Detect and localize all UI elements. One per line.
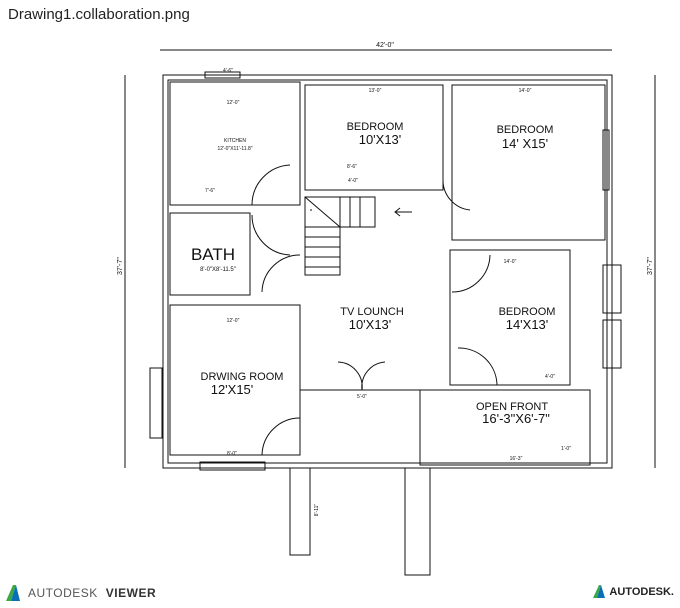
balcony-wall (289, 468, 311, 556)
open-front-outline (419, 389, 591, 466)
window-drawing (149, 367, 163, 439)
room-size-tv-lounch: 10'X13' (349, 317, 392, 332)
door-swing-bedroom2 (451, 254, 491, 293)
dim-label: 4'-0" (348, 178, 358, 184)
dim-label: 7'-6" (205, 188, 215, 194)
room-size-kitchen: 12'-0"X11'-11.8" (217, 146, 252, 152)
dim-label: 4'-6" (223, 68, 233, 74)
dim-label: 8'-6" (347, 164, 357, 170)
window-title: Drawing1.collaboration.png (8, 6, 190, 23)
dim-label: 13'-0" (369, 88, 382, 94)
bath-outline (169, 212, 251, 296)
viewer-footer: AUTODESK VIEWER AUTODESK. (0, 580, 680, 608)
brand-name: AUTODESK (28, 586, 98, 600)
room-size-bath: 8'-0"X8'-11.5" (200, 267, 236, 273)
dim-label: 5'-0" (357, 394, 367, 400)
staircase (304, 196, 376, 276)
window-kitchen (204, 71, 241, 79)
door-swing-bath2 (261, 254, 301, 293)
dim-label: 1'-0" (561, 446, 571, 452)
window-drawing-bottom (199, 461, 266, 471)
autodesk-logo-icon (593, 585, 606, 598)
autodesk-brand-right[interactable]: AUTODESK. (593, 585, 674, 598)
stair-arrow-icon (394, 207, 412, 217)
outer-wall (162, 74, 613, 469)
bedroom1-outline (304, 84, 444, 191)
dim-label: 8'-0" (227, 451, 237, 457)
dim-overall-depth-left: 37'-7" (117, 257, 124, 275)
room-label-bedroom1: BEDROOM (347, 121, 404, 133)
room-label-kitchen: KITCHEN (224, 138, 246, 144)
door-swing-bath (251, 214, 291, 256)
product-name: VIEWER (105, 586, 157, 600)
door-swing-kitchen (251, 164, 291, 206)
room-size-drawing-room: 12'X15' (211, 382, 254, 397)
main-door-swing (337, 361, 386, 391)
window-bedroom3-b (602, 319, 622, 369)
room-label-bedroom3: BEDROOM (499, 306, 556, 318)
room-size-bedroom2: 14' X15' (502, 136, 548, 151)
floor-plan-drawing[interactable]: 42'-0" 37'-7" 37'-7" KITCHEN 12'-0"X11'-… (0, 0, 680, 580)
room-size-bedroom3: 14'X13' (506, 317, 549, 332)
window-bedroom3-a (602, 264, 622, 314)
door-swing-drawing (261, 417, 301, 456)
dim-label: 14'-0" (504, 259, 517, 265)
kitchen-outline (169, 81, 301, 206)
column-wall (404, 468, 431, 576)
drawing-room-outline (169, 304, 301, 456)
dim-label: 16'-3" (510, 456, 523, 462)
room-label-tv-lounch: TV LOUNCH (340, 306, 404, 318)
autodesk-viewer-brand[interactable]: AUTODESK VIEWER (6, 585, 156, 601)
autodesk-logo-icon (6, 585, 20, 601)
room-label-drawing-room: DRWING ROOM (201, 371, 284, 383)
dim-label: 4'-0" (545, 374, 555, 380)
room-label-bath: BATH (191, 245, 235, 264)
door-swing-bedroom1 (442, 179, 471, 211)
bedroom3-outline (449, 249, 571, 386)
room-size-bedroom1: 10'X13' (359, 132, 402, 147)
door-swing-bedroom3 (457, 347, 498, 386)
window-bedroom2 (602, 129, 610, 191)
bedroom2-outline (451, 84, 606, 241)
brand-name-right: AUTODESK. (609, 585, 674, 598)
dim-label: 8'-11" (314, 504, 320, 517)
dim-overall-width: 42'-0" (376, 42, 394, 49)
dim-label: 12'-0" (227, 318, 240, 324)
dim-overall-depth-right: 37'-7" (647, 257, 654, 275)
room-label-open-front: OPEN FRONT (476, 401, 548, 413)
room-label-bedroom2: BEDROOM (497, 124, 554, 136)
room-size-open-front: 16'-3"X6'-7" (482, 411, 550, 426)
dim-label: 12'-0" (227, 100, 240, 106)
outer-wall-inner (167, 79, 608, 464)
dim-label: 14'-0" (519, 88, 532, 94)
